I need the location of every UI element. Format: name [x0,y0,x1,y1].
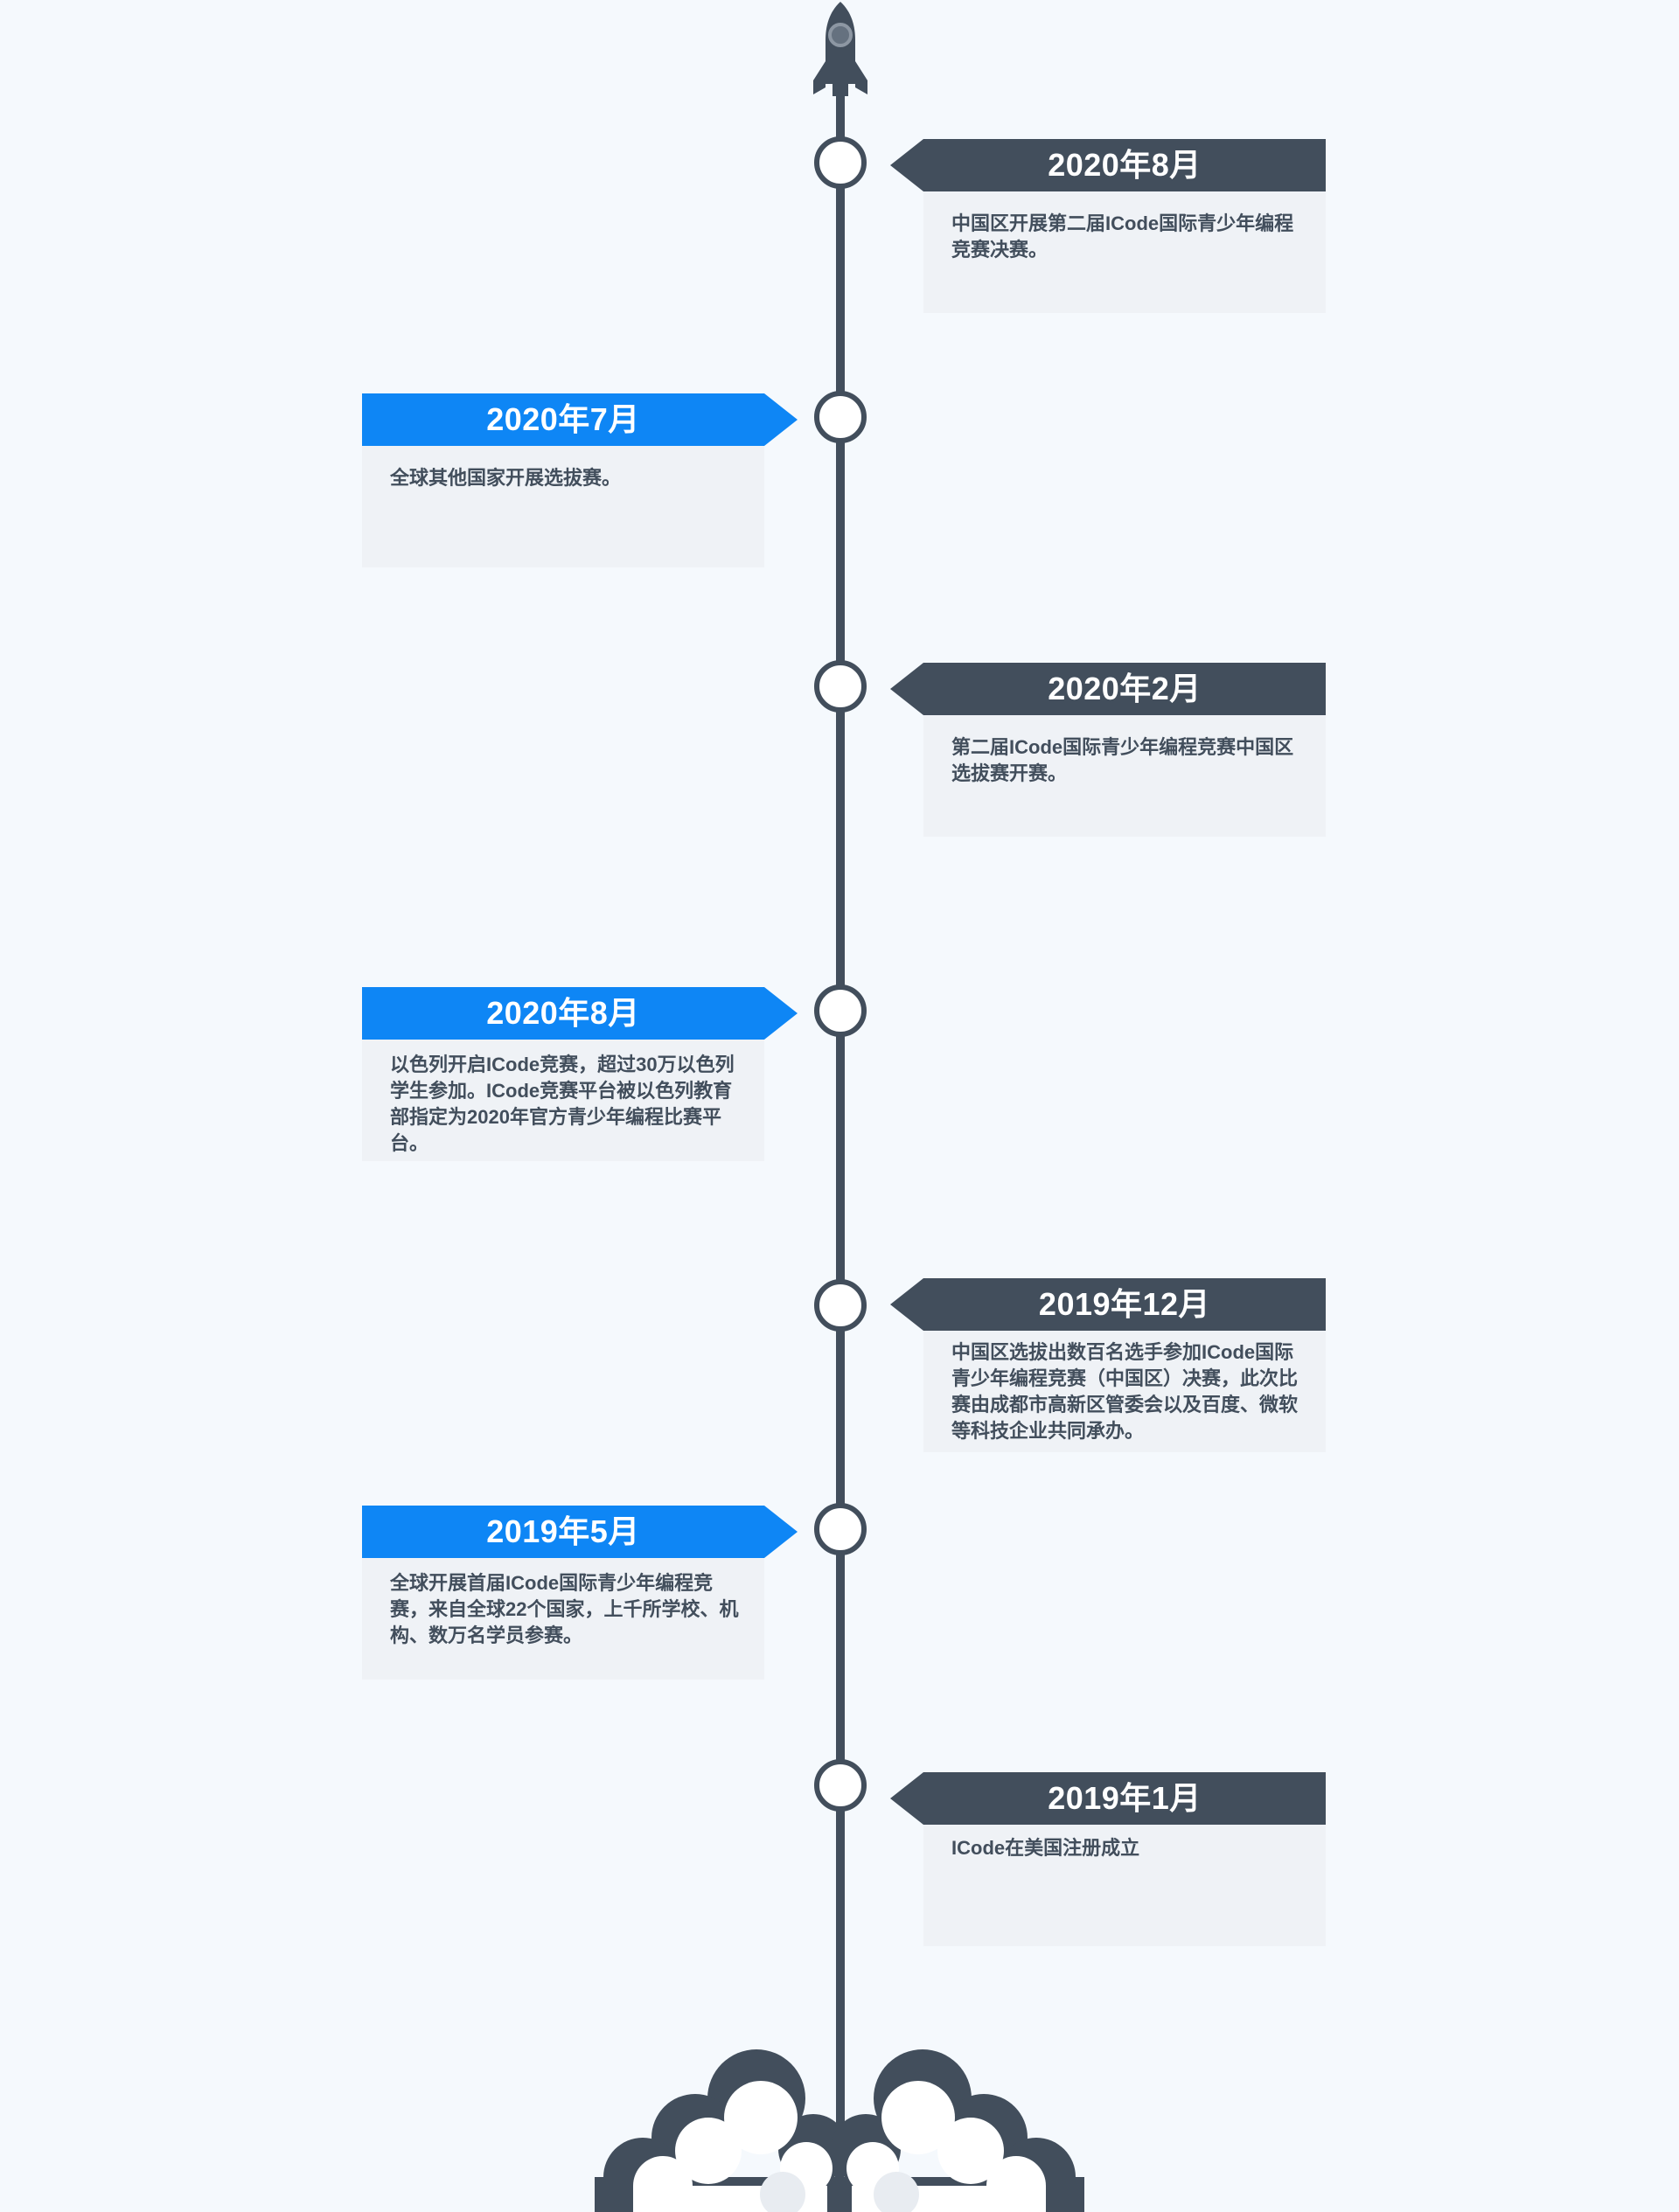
event-description: 全球开展首届ICode国际青少年编程竞赛，来自全球22个国家，上千所学校、机构、… [362,1558,764,1680]
timeline-node [814,391,867,443]
timeline-node [814,136,867,189]
event-description: 第二届ICode国际青少年编程竞赛中国区选拔赛开赛。 [923,715,1326,837]
event-description: 以色列开启ICode竞赛，超过30万以色列学生参加。ICode竞赛平台被以色列教… [362,1040,764,1161]
event-date: 2020年7月 [362,393,798,446]
timeline-event: 2020年8月 以色列开启ICode竞赛，超过30万以色列学生参加。ICode竞… [362,987,798,1161]
timeline-node [814,1279,867,1332]
timeline-node [814,1503,867,1555]
event-date: 2019年1月 [890,1772,1326,1825]
timeline-event: 2019年5月 全球开展首届ICode国际青少年编程竞赛，来自全球22个国家，上… [362,1506,798,1680]
event-date: 2019年5月 [362,1506,798,1558]
timeline-event: 2020年8月 中国区开展第二届ICode国际青少年编程竞赛决赛。 [890,139,1326,313]
timeline-event: 2019年1月 ICode在美国注册成立 [890,1772,1326,1946]
timeline-axis [836,87,845,2142]
event-description: 中国区开展第二届ICode国际青少年编程竞赛决赛。 [923,191,1326,313]
event-date: 2020年2月 [890,663,1326,715]
timeline-node [814,1759,867,1812]
timeline-event: 2019年12月 中国区选拔出数百名选手参加ICode国际青少年编程竞赛（中国区… [890,1278,1326,1452]
timeline-event: 2020年2月 第二届ICode国际青少年编程竞赛中国区选拔赛开赛。 [890,663,1326,837]
event-description: 全球其他国家开展选拔赛。 [362,446,764,567]
event-date: 2019年12月 [890,1278,1326,1331]
timeline-event: 2020年7月 全球其他国家开展选拔赛。 [362,393,798,567]
timeline-node [814,984,867,1037]
event-description: ICode在美国注册成立 [923,1825,1326,1946]
cloud-icon [595,2046,1084,2212]
event-date: 2020年8月 [362,987,798,1040]
timeline-node [814,660,867,713]
event-description: 中国区选拔出数百名选手参加ICode国际青少年编程竞赛（中国区）决赛，此次比赛由… [923,1331,1326,1452]
event-date: 2020年8月 [890,139,1326,191]
